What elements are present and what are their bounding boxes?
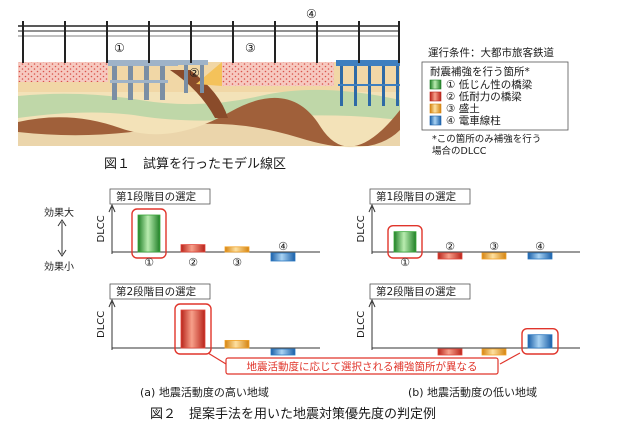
bar-3 xyxy=(481,252,507,260)
catenary-pole xyxy=(274,21,276,63)
panel-a1: 第1段階目の選定 DLCC ① ② ③ ④ xyxy=(96,188,320,269)
stage-label: 第2段階目の選定 xyxy=(376,285,457,298)
catenary-pole xyxy=(232,21,234,63)
legend-swatch-blue xyxy=(429,115,442,126)
panel-b-caption: (b) 地震活動度の低い地域 xyxy=(408,385,537,399)
y-axis-arrow-icon xyxy=(368,203,376,213)
bar-4 xyxy=(527,334,553,349)
bar-1 xyxy=(393,231,417,253)
effect-large-label: 効果大 xyxy=(44,206,74,219)
highlight-frame xyxy=(387,224,423,259)
callout-leader-right xyxy=(499,352,521,365)
y-axis-label: DLCC xyxy=(96,215,107,242)
bar-label-2: ② xyxy=(445,240,455,253)
bar-2 xyxy=(180,309,206,349)
legend-note-line2: 場合のDLCC xyxy=(432,145,487,157)
y-axis-label: DLCC xyxy=(356,311,367,338)
model-line-illustration: ① ② ③ ④ xyxy=(18,7,400,148)
bar-3 xyxy=(224,339,250,349)
callout-box xyxy=(225,357,499,375)
marker-3: ③ xyxy=(245,41,256,55)
stage-label-box xyxy=(369,188,471,205)
bar-4 xyxy=(270,348,296,356)
y-axis-arrow-icon xyxy=(108,298,116,308)
selection-panels: 第1段階目の選定 DLCC ① ② ③ ④ 第1段階目の選定 DLCC ① ② ③ ④ 第2段階目の選定… xyxy=(96,188,580,356)
catenary-pole xyxy=(106,21,108,63)
bar-3 xyxy=(481,348,507,356)
panel-b2: 第2段階目の選定 DLCC xyxy=(356,283,580,356)
fig2-caption: 図２ 提案手法を用いた地震対策優先度の判定例 xyxy=(150,406,436,422)
stage-label-box xyxy=(109,188,211,205)
catenary-pole xyxy=(316,21,318,63)
bar-label-4: ④ xyxy=(278,240,288,253)
bar-label-3: ③ xyxy=(489,240,499,253)
y-axis-arrow-icon xyxy=(108,203,116,213)
legend-swatch-orange xyxy=(429,103,442,114)
bar-4 xyxy=(527,252,553,260)
soil-dark-band xyxy=(170,70,228,118)
effect-small-label: 効果小 xyxy=(44,260,74,273)
bar-2 xyxy=(437,252,463,260)
catenary-pole xyxy=(190,21,192,63)
panel-a-caption: (a) 地震活動度の高い地域 xyxy=(140,385,269,399)
stage-label-box xyxy=(369,283,471,300)
legend-title: 耐震補強を行う箇所* xyxy=(430,65,530,78)
highlight-frame xyxy=(521,328,559,355)
overhead-catenary xyxy=(18,25,400,37)
stage-label: 第1段階目の選定 xyxy=(376,190,457,203)
effect-arrow-up-icon xyxy=(57,219,67,227)
legend-swatch-red xyxy=(429,91,442,102)
legend-item-1: ① 低じん性の橋梁 xyxy=(446,78,533,91)
catenary-pole xyxy=(22,21,24,63)
legend-item-3: ③ 盛土 xyxy=(446,102,480,115)
embankment-right xyxy=(222,62,334,86)
stage-label-box xyxy=(109,283,211,300)
catenary-pole xyxy=(64,21,66,63)
fig1-legend: 運行条件：大都市旅客鉄道 耐震補強を行う箇所* ① 低じん性の橋梁 ② 低耐力の… xyxy=(421,46,569,157)
marker-2: ② xyxy=(189,66,200,80)
effect-arrow-down-icon xyxy=(57,249,67,257)
bar-2 xyxy=(180,244,206,253)
bar-label-4: ④ xyxy=(535,240,545,253)
legend-note-line1: *この箇所のみ補強を行う xyxy=(432,133,541,145)
legend-item-4: ④ 電車線柱 xyxy=(446,114,501,127)
panel-a2: 第2段階目の選定 DLCC xyxy=(96,283,320,356)
soil-bottom-layer xyxy=(18,123,400,148)
marker-4: ④ xyxy=(306,7,317,21)
bar-1 xyxy=(137,214,161,253)
viaduct-bridge xyxy=(108,60,208,100)
highlight-frame xyxy=(131,208,167,259)
stage-label: 第1段階目の選定 xyxy=(116,190,197,203)
bar-2 xyxy=(437,348,463,356)
bar-label-2: ② xyxy=(188,256,198,269)
marker-1: ① xyxy=(114,41,125,55)
catenary-pole xyxy=(398,21,400,63)
effect-scale: 効果大 効果小 xyxy=(44,206,74,273)
embankment-left xyxy=(18,62,108,82)
highlight-frame xyxy=(174,303,212,355)
bar-label-3: ③ xyxy=(232,256,242,269)
y-axis-label: DLCC xyxy=(96,311,107,338)
bar-label-1: ① xyxy=(144,256,154,269)
legend-swatch-green xyxy=(429,79,442,90)
panel-b1: 第1段階目の選定 DLCC ① ② ③ ④ xyxy=(356,188,580,269)
stage-label: 第2段階目の選定 xyxy=(116,285,197,298)
catenary-pole xyxy=(358,21,360,63)
bar-4 xyxy=(270,252,296,262)
y-axis-label: DLCC xyxy=(356,215,367,242)
callout: 地震活動度に応じて選択される補強箇所が異なる xyxy=(207,352,521,375)
fig1-caption: 図１ 試算を行ったモデル線区 xyxy=(104,156,286,172)
bar-label-1: ① xyxy=(400,256,410,269)
callout-text: 地震活動度に応じて選択される補強箇所が異なる xyxy=(247,360,478,373)
callout-leader-left xyxy=(207,352,227,365)
legend-box xyxy=(421,61,569,131)
catenary-pole xyxy=(148,21,150,63)
legend-item-2: ② 低耐力の橋梁 xyxy=(446,90,522,103)
y-axis-arrow-icon xyxy=(368,298,376,308)
operating-condition: 運行条件：大都市旅客鉄道 xyxy=(428,46,554,59)
bar-3 xyxy=(224,246,250,253)
catenary-poles xyxy=(22,21,400,63)
elevated-structure-right xyxy=(336,60,400,106)
